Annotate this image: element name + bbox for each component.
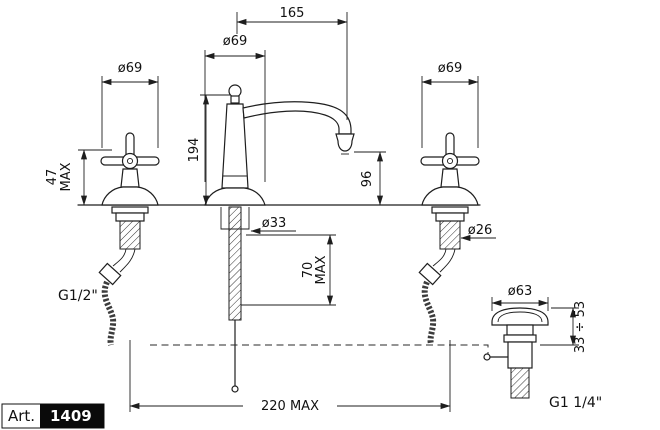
spout-finial-neck xyxy=(230,95,240,104)
drain-body xyxy=(507,341,533,369)
left-handle xyxy=(100,132,160,206)
left-elbow-outline xyxy=(112,248,127,267)
left-threaded-shank xyxy=(119,220,141,250)
left-underdeck xyxy=(98,206,149,346)
dim-dia69c-label: ø69 xyxy=(223,34,248,49)
spout-aerator xyxy=(335,133,355,152)
dim-165-label: 165 xyxy=(280,6,305,21)
dim-dia69r-label: ø69 xyxy=(438,61,463,76)
dim-spout-height: 194 xyxy=(187,94,230,206)
spout-body xyxy=(221,103,249,189)
dim-outlet-height: 96 xyxy=(354,151,386,206)
drain-lever-ball xyxy=(483,353,491,361)
left-elbow-outline2 xyxy=(119,248,136,273)
dim-47-max-label: MAX xyxy=(59,162,74,191)
left-hose-fitting xyxy=(98,262,122,286)
dim-194-label: 194 xyxy=(187,138,202,163)
right-handle xyxy=(420,132,480,206)
right-washer xyxy=(431,206,469,214)
drain-tailpiece xyxy=(510,367,530,399)
dim-dia69l-label: ø69 xyxy=(118,61,143,76)
left-handle-escutcheon xyxy=(101,186,159,206)
article-number-background xyxy=(40,404,104,428)
spout-escutcheon xyxy=(204,187,266,206)
left-handle-screw xyxy=(126,157,134,165)
dim-drain-clamp-range: 33 ÷ 53 xyxy=(540,301,588,353)
left-locknut xyxy=(115,212,145,222)
left-handle-stem xyxy=(120,168,140,188)
right-underdeck xyxy=(418,206,469,345)
dim-right-handle-dia: ø69 xyxy=(421,61,479,148)
dim-70-label: 70 xyxy=(301,262,316,279)
dim-dia63-label: ø63 xyxy=(508,284,533,299)
pop-up-linkage xyxy=(150,344,489,357)
dim-220-label: 220 MAX xyxy=(261,399,319,414)
article-number-box: Art. 1409 xyxy=(1,403,105,429)
right-handle-stem xyxy=(440,168,460,188)
spout-arm xyxy=(242,101,352,135)
right-elbow-outline2 xyxy=(439,248,456,273)
dim-70-max-label: MAX xyxy=(314,255,329,284)
dim-drain-flange-dia: ø63 xyxy=(491,284,549,311)
dim-handle-height: 47 MAX xyxy=(45,149,112,206)
pop-up-rod-ball xyxy=(231,385,239,393)
right-locknut xyxy=(435,212,465,222)
right-hose-fitting xyxy=(418,262,442,286)
linkage-dashed-line xyxy=(150,344,489,357)
drain-thread-label: G1 1/4" xyxy=(549,395,602,411)
center-threaded-stud xyxy=(228,206,242,321)
article-number: 1409 xyxy=(50,407,92,425)
dim-spout-reach: 165 xyxy=(236,6,348,120)
right-handle-escutcheon xyxy=(421,186,479,206)
drain-collar xyxy=(503,334,537,343)
dim-left-handle-dia: ø69 xyxy=(101,61,159,148)
supply-thread-label: G1/2" xyxy=(58,288,98,304)
dim-dia26-label: ø26 xyxy=(468,223,493,238)
dim-3353-label: 33 ÷ 53 xyxy=(573,301,588,353)
article-label: Art. xyxy=(8,407,35,425)
dim-handle-spread: 220 MAX xyxy=(129,340,451,414)
left-flex-hose xyxy=(101,280,117,346)
right-handle-screw xyxy=(446,157,454,165)
drain-flange-dome xyxy=(491,307,549,326)
dim-47-label: 47 xyxy=(45,169,60,186)
dim-clamp-range: 70 MAX xyxy=(241,234,336,306)
dim-side-shank-dia: ø26 xyxy=(460,223,496,242)
center-underdeck xyxy=(220,206,250,393)
right-handle-hub xyxy=(441,152,459,170)
drain-assembly xyxy=(483,307,549,399)
dim-center-hole-dia: ø33 xyxy=(250,216,296,235)
spout-finial xyxy=(228,84,242,98)
drain-neck xyxy=(506,324,534,336)
drain-flange-inner-arc xyxy=(497,311,543,323)
right-threaded-shank xyxy=(439,220,461,250)
dim-96-label: 96 xyxy=(360,171,375,188)
dim-dia33-label: ø33 xyxy=(262,216,287,231)
spout xyxy=(204,84,355,206)
left-handle-hub xyxy=(121,152,139,170)
right-flex-hose xyxy=(421,280,437,345)
right-elbow-outline xyxy=(432,248,447,267)
left-washer xyxy=(111,206,149,214)
